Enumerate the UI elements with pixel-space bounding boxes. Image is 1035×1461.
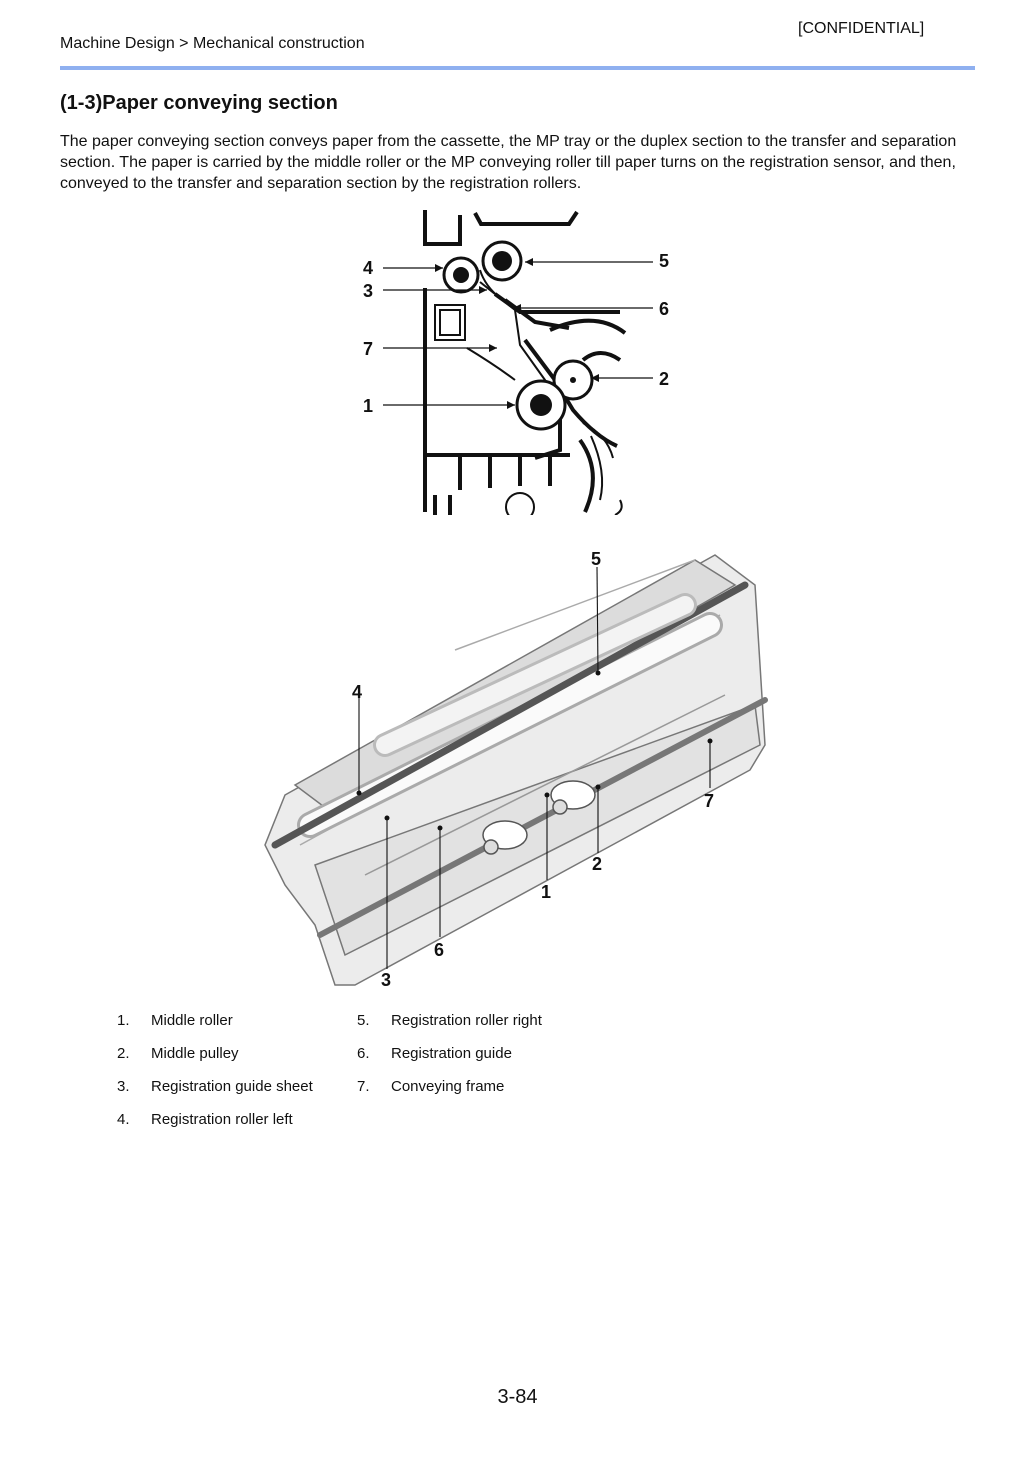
callout-label: 1 — [541, 882, 551, 902]
legend-item: 2. Middle pulley — [117, 1045, 357, 1065]
legend-item: 6. Registration guide — [357, 1045, 597, 1065]
legend-number: 2. — [117, 1045, 130, 1062]
callout-label: 7 — [363, 339, 373, 359]
legend-label: Middle roller — [151, 1012, 233, 1029]
callout-label: 5 — [591, 549, 601, 569]
callout-label: 3 — [381, 970, 391, 990]
legend-item: 5. Registration roller right — [357, 1012, 597, 1032]
legend-number: 6. — [357, 1045, 370, 1062]
section-body: The paper conveying section conveys pape… — [60, 133, 957, 192]
legend-number: 5. — [357, 1012, 370, 1029]
legend-label: Registration guide sheet — [151, 1078, 313, 1095]
callout-label: 4 — [363, 258, 373, 278]
legend-number: 3. — [117, 1078, 130, 1095]
legend-label: Conveying frame — [391, 1078, 505, 1095]
legend-label: Registration roller left — [151, 1111, 293, 1128]
callout-label: 1 — [363, 396, 373, 416]
page-number: 3-84 — [497, 1386, 538, 1408]
assembly-drawing: 5 4 7 2 1 6 3 — [264, 549, 768, 990]
legend-item: 3. Registration guide sheet — [117, 1078, 357, 1098]
legend-item: 4. Registration roller left — [117, 1111, 357, 1131]
section-title: (1-3)Paper conveying section — [60, 92, 338, 114]
cross-section-drawing: 4 3 7 1 5 6 2 — [363, 210, 669, 522]
legend-item: 1. Middle roller — [117, 1012, 357, 1032]
breadcrumb: Machine Design > Mechanical construction — [60, 35, 365, 52]
callout-label: 2 — [592, 854, 602, 874]
confidential-label: [CONFIDENTIAL] — [798, 20, 925, 37]
callout-label: 6 — [659, 299, 669, 319]
legend-item: 7. Conveying frame — [357, 1078, 597, 1098]
callout-label: 3 — [363, 281, 373, 301]
assembly-figure: 5 4 7 2 1 6 3 — [255, 545, 785, 1000]
legend-label: Registration roller right — [391, 1012, 542, 1029]
callout-label: 7 — [704, 791, 714, 811]
callout-label: 5 — [659, 251, 669, 271]
callout-label: 4 — [352, 682, 362, 702]
callout-label: 2 — [659, 369, 669, 389]
header-divider — [60, 66, 975, 70]
legend-label: Middle pulley — [151, 1045, 239, 1062]
callout-label: 6 — [434, 940, 444, 960]
cross-section-figure: 4 3 7 1 5 6 2 — [355, 210, 685, 522]
legend-number: 4. — [117, 1111, 130, 1128]
legend-label: Registration guide — [391, 1045, 512, 1062]
legend-number: 1. — [117, 1012, 130, 1029]
legend-number: 7. — [357, 1078, 370, 1095]
